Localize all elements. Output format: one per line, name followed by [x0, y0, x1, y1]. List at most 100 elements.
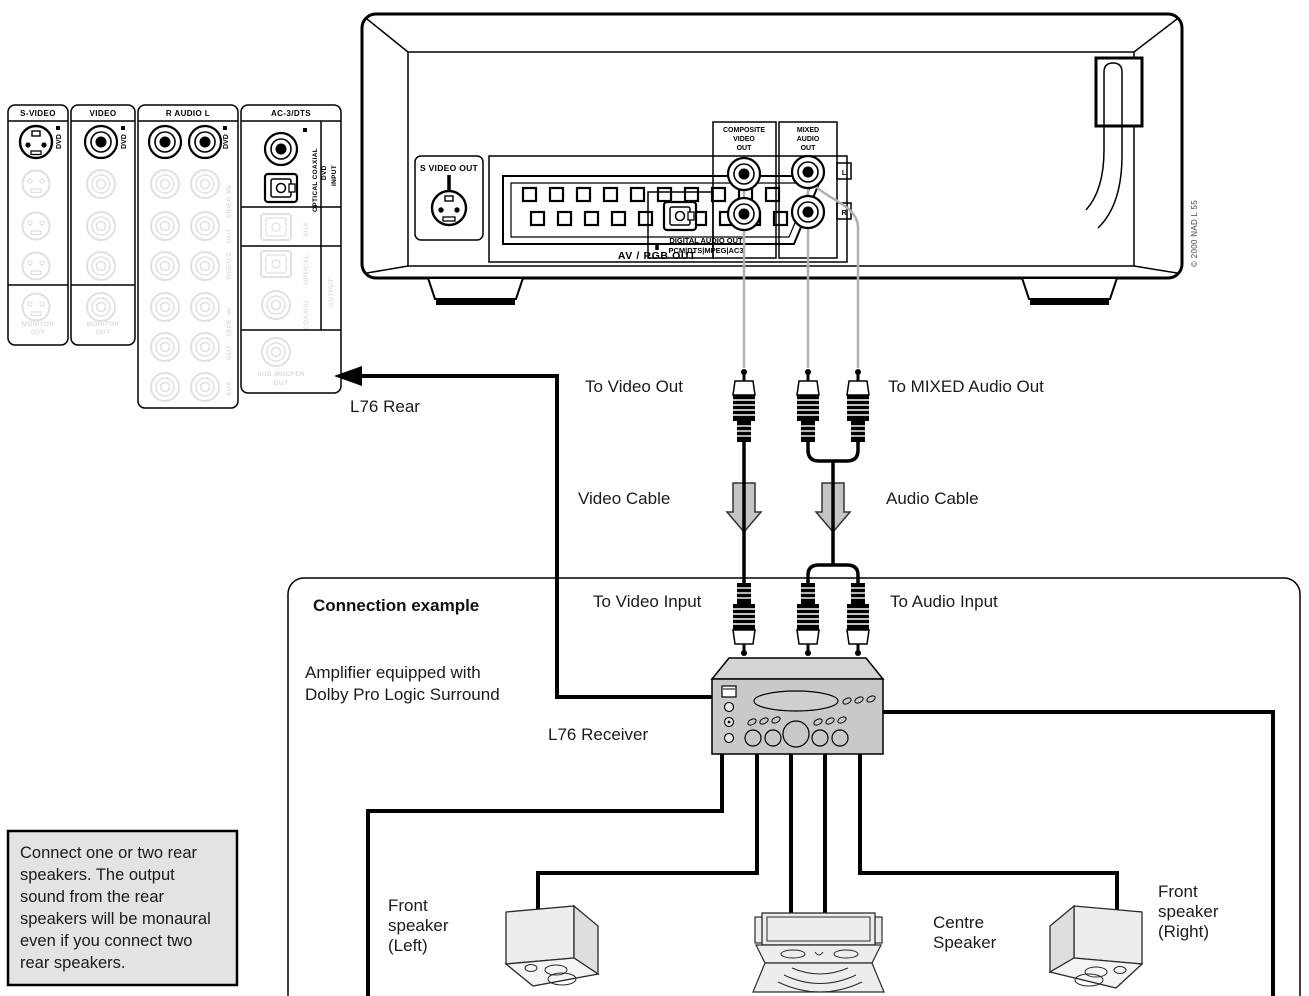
svg-text:(Right): (Right)	[1158, 922, 1209, 941]
video-cable	[732, 368, 756, 657]
composite-video-out-label: COMPOSITE	[723, 127, 765, 134]
l76-rear-label: L76 Rear	[350, 397, 420, 416]
player-foot-left	[426, 277, 525, 305]
video-column-title: VIDEO	[90, 109, 117, 118]
av-rgb-out-label: AV / RGB OUT	[618, 250, 696, 262]
output-label: OUTPUT	[328, 278, 335, 307]
connection-example-box	[287, 577, 1301, 996]
monitor-out-label: MONITOR	[87, 321, 120, 328]
receiver-vents	[747, 695, 876, 726]
svg-text:speaker: speaker	[388, 916, 449, 935]
front-left-label: Front	[388, 896, 428, 915]
dvd-label: DVD	[223, 134, 230, 149]
centre-label: Centre	[933, 913, 984, 932]
front-speaker-left	[504, 904, 600, 987]
to-audio-input-label: To Audio Input	[890, 592, 998, 611]
optical-coaxial-label: OPTICAL COAXIAL	[312, 148, 319, 212]
video-cable-label: Video Cable	[578, 489, 670, 508]
receiver-knob	[811, 729, 829, 747]
svg-text:rear speakers.: rear speakers.	[20, 954, 125, 972]
centre-speaker	[752, 912, 885, 993]
power-cord	[1085, 56, 1144, 229]
out-label: OUT	[226, 228, 233, 243]
s-video-out-label: S VIDEO OUT	[420, 163, 479, 173]
svg-text:speakers. The output: speakers. The output	[20, 866, 175, 884]
dvd-label: DVD	[56, 134, 63, 149]
rear-speaker-note: Connect one or two rear speakers. The ou…	[6, 829, 239, 987]
right-channel-label: R	[841, 210, 846, 217]
l76-receiver-label: L76 Receiver	[548, 725, 649, 744]
svg-text:OUT: OUT	[801, 145, 817, 152]
receiver-knob	[831, 729, 849, 747]
ac3-column	[240, 104, 342, 394]
video-column	[70, 104, 136, 346]
left-channel-label: L	[842, 170, 847, 177]
svg-text:sound from the rear: sound from the rear	[20, 888, 164, 906]
svg-text:Speaker: Speaker	[933, 933, 997, 952]
subwoofer-out-label: SUB WOOFER	[257, 371, 305, 378]
to-video-input-label: To Video Input	[593, 592, 702, 611]
audio-column-title: R AUDIO L	[166, 109, 210, 118]
audio-column	[137, 104, 239, 409]
svideo-column	[7, 104, 69, 346]
receiver-button	[723, 732, 735, 744]
svg-text:Dolby Pro Logic Surround: Dolby Pro Logic Surround	[305, 685, 500, 704]
input-label: INPUT	[331, 165, 338, 186]
svg-text:OUT: OUT	[226, 345, 233, 360]
volume-knob	[782, 720, 810, 748]
dvd-player-rear: S VIDEO OUT	[360, 12, 1184, 368]
ac3-column-title: AC-3/DTS	[271, 109, 311, 118]
dvd-label: DVD	[121, 134, 128, 149]
to-video-out-label: To Video Out	[585, 377, 683, 396]
arrow-left-icon	[334, 366, 362, 386]
player-foot-right	[1020, 277, 1119, 305]
video1-label: VIDEO 1	[226, 190, 233, 218]
video2-label: VIDEO 2	[226, 252, 233, 280]
rear-speaker-wire	[334, 366, 712, 699]
receiver-knob	[764, 729, 782, 747]
note-box	[6, 829, 239, 987]
svg-text:OUT: OUT	[96, 329, 111, 336]
to-mixed-audio-out-label: To MIXED Audio Out	[888, 377, 1044, 396]
audio-cable	[796, 368, 870, 657]
receiver-logo-icon	[721, 685, 737, 698]
svideo-dvd-jack	[18, 124, 54, 160]
svg-text:OUT: OUT	[274, 380, 289, 387]
dvd-label: DVD	[321, 165, 328, 180]
receiver-display	[753, 690, 839, 712]
front-speaker-right	[1048, 904, 1144, 989]
svg-text:even if you connect two: even if you connect two	[20, 932, 192, 950]
connection-example-title: Connection example	[313, 596, 479, 615]
coaxial-label: COAXIAL	[303, 299, 310, 330]
svg-text:PCM|DTS|MPEG|AC3: PCM|DTS|MPEG|AC3	[668, 246, 743, 255]
s-video-out: S VIDEO OUT	[414, 155, 484, 241]
in-label: IN	[226, 185, 233, 192]
receiver-button	[723, 701, 735, 713]
svg-text:AUDIO: AUDIO	[797, 136, 820, 143]
copyright-text: © 2000 NAD L 55	[1190, 200, 1199, 267]
receiver-knob	[744, 729, 762, 747]
receiver-top	[710, 657, 885, 680]
svg-text:OUT: OUT	[31, 329, 46, 336]
front-right-label: Front	[1158, 882, 1198, 901]
tape-label: TAPE	[226, 319, 233, 337]
note-text: Connect one or two rear	[20, 844, 198, 862]
svg-text:(Left): (Left)	[388, 936, 428, 955]
monitor-out-label: MONITOR	[22, 321, 55, 328]
amplifier-note: Amplifier equipped with	[305, 663, 481, 682]
svg-text:speakers will be monaural: speakers will be monaural	[20, 910, 211, 928]
svg-text:OUT: OUT	[737, 145, 753, 152]
l76-rear-panel: S-VIDEO VIDEO R AUDIO L AC-3/DTS DVD MON…	[7, 104, 342, 409]
s-video-jack-icon	[430, 189, 468, 227]
aux-label: AUX	[226, 381, 233, 396]
svideo-column-title: S-VIDEO	[20, 109, 56, 118]
l76-receiver	[366, 657, 1275, 996]
mixed-audio-out-label: MIXED	[797, 127, 819, 134]
svg-text:speaker: speaker	[1158, 902, 1219, 921]
optical-label: OPTICAL	[303, 254, 310, 285]
digital-audio-out-label: DIGITAL AUDIO OUT	[669, 236, 743, 245]
svg-text:VIDEO: VIDEO	[733, 136, 755, 143]
audio-cable-label: Audio Cable	[886, 489, 979, 508]
svg-text:IN: IN	[226, 308, 233, 315]
